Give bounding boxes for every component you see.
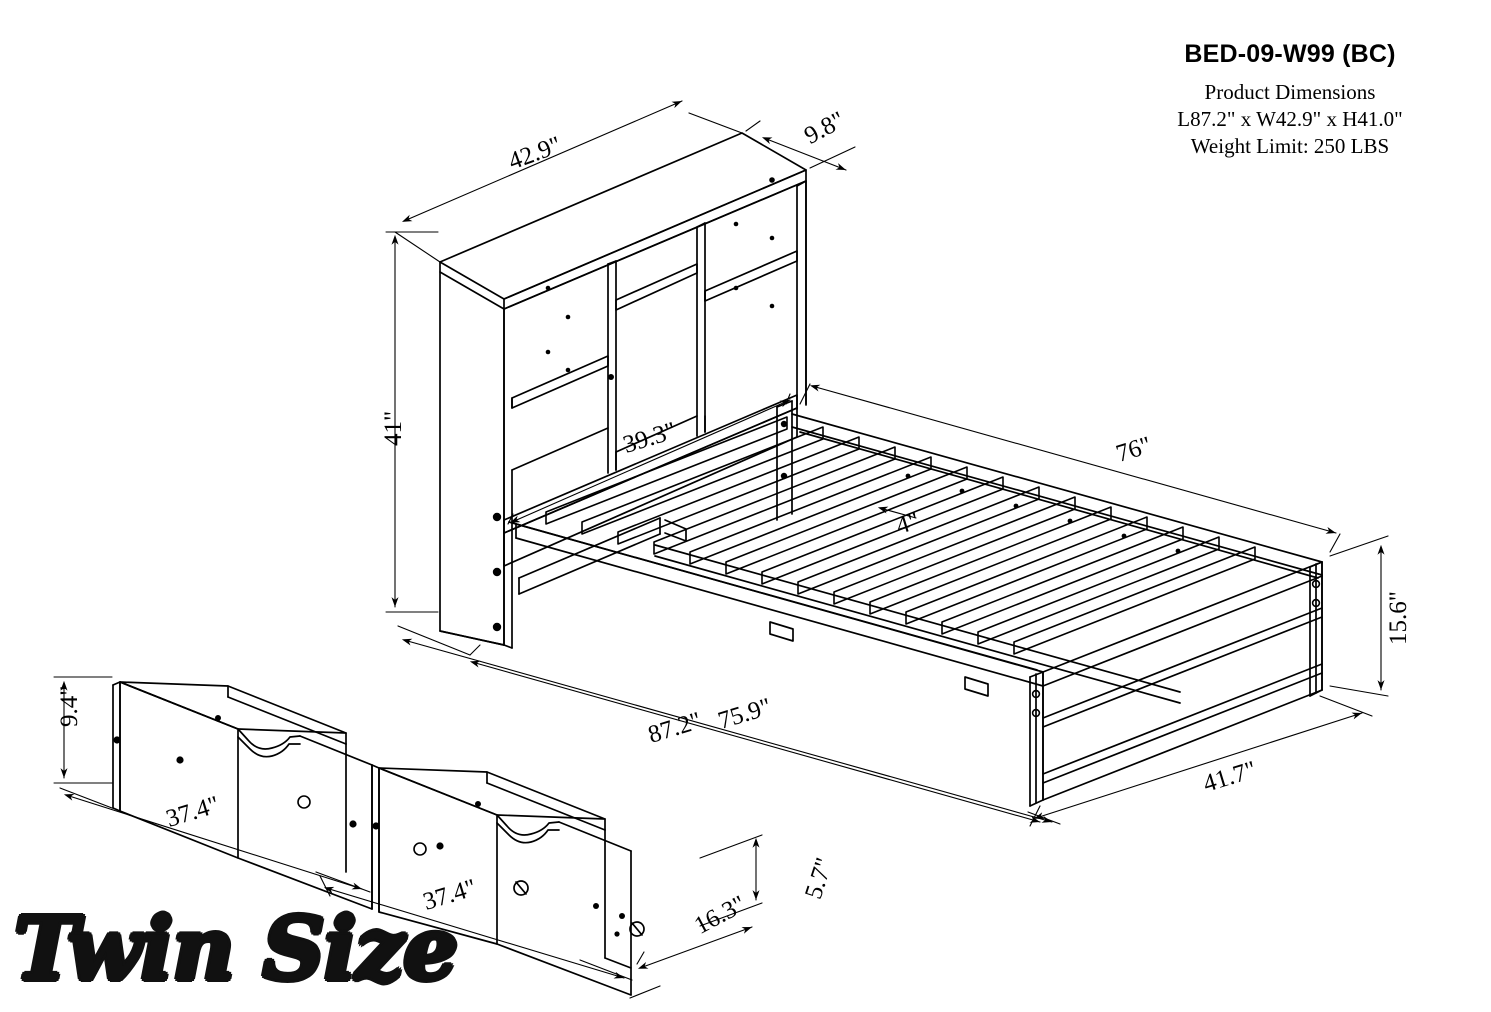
headboard-bookcase bbox=[439, 132, 807, 649]
twin-size-label: Twin Size bbox=[11, 896, 461, 1003]
dimension-label-headboard-height: 41" bbox=[380, 410, 407, 446]
twin-size-badge: Twin Size bbox=[8, 893, 461, 1009]
dimension-label-drawer-height: 9.4" bbox=[56, 685, 83, 727]
dimension-label-footboard-height: 15.6" bbox=[1385, 591, 1412, 645]
title-block: BED-09-W99 (BC) Product Dimensions L87.2… bbox=[1090, 38, 1490, 160]
dimension-lines bbox=[53, 100, 1389, 999]
model-number: BED-09-W99 (BC) bbox=[1184, 40, 1396, 68]
weight-limit-value: Weight Limit: 250 LBS bbox=[1190, 133, 1390, 158]
product-dimensions-value: L87.2" x W42.9" x H41.0" bbox=[1177, 106, 1403, 131]
product-dimensions-heading: Product Dimensions bbox=[1204, 80, 1376, 104]
bed-frame bbox=[508, 400, 1323, 807]
